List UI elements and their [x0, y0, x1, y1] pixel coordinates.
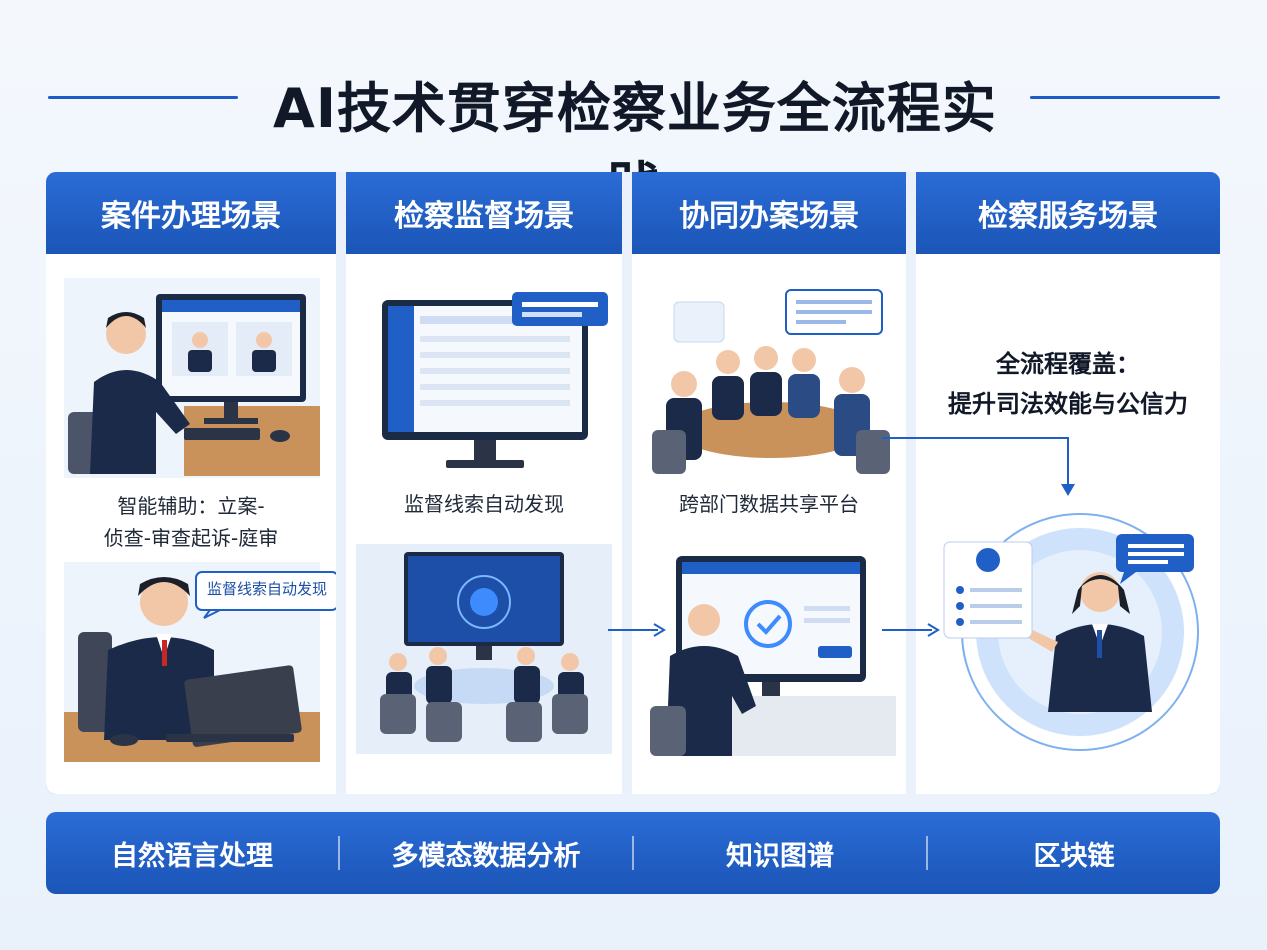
- command-center-illustration: [356, 544, 612, 754]
- tech-blockchain: 区块链: [1033, 840, 1115, 872]
- desktop-video-meeting-illustration: [64, 278, 320, 478]
- tech-multimodal-analysis: 多模态数据分析: [391, 840, 581, 872]
- scenario-collaboration: 协同办案场景 跨部门数据共享平台: [632, 172, 906, 794]
- column-gap: [336, 172, 346, 794]
- column-gap: [906, 172, 916, 794]
- service-officer-illustration: [943, 513, 1199, 751]
- scenario-heading: 案件办理场景: [46, 172, 336, 254]
- scenario-heading: 检察服务场景: [916, 172, 1220, 254]
- scenario-case-handling: 案件办理场景 智能辅助：立案- 侦查-审查起诉-庭审: [46, 172, 336, 794]
- tech-divider: [926, 836, 928, 870]
- speech-bubble-text: 监督线索自动发现: [206, 580, 327, 598]
- tech-knowledge-graph: 知识图谱: [726, 840, 834, 872]
- title-divider-right: [1030, 96, 1220, 99]
- slogan-line2: 提升司法效能与公信力: [948, 390, 1188, 418]
- scenario-heading: 协同办案场景: [632, 172, 906, 254]
- tech-divider: [338, 836, 340, 870]
- data-platform-workstation-illustration: [650, 556, 896, 756]
- title-divider-left: [48, 96, 238, 99]
- scenario-caption: 监督线索自动发现: [404, 492, 564, 516]
- speech-bubble: [195, 571, 336, 619]
- flow-arrow-icon: [608, 623, 666, 637]
- flow-arrow-icon: [882, 437, 1075, 496]
- scenario-heading: 检察监督场景: [346, 172, 622, 254]
- scenario-caption-line1: 智能辅助：立案-: [117, 494, 265, 518]
- tech-divider: [632, 836, 634, 870]
- scenario-caption-line2: 侦查-审查起诉-庭审: [103, 526, 279, 550]
- tech-nlp: 自然语言处理: [111, 840, 273, 872]
- scenario-supervision: 检察监督场景 监督线索自动发现: [346, 172, 622, 794]
- flow-arrow-icon: [882, 623, 940, 637]
- scenario-caption: 跨部门数据共享平台: [679, 492, 859, 516]
- column-gap: [622, 172, 632, 794]
- technology-bar: 自然语言处理 多模态数据分析 知识图谱 区块链: [46, 812, 1220, 894]
- supervision-dashboard-monitor-illustration: [382, 292, 608, 468]
- slogan-line1: 全流程覆盖：: [996, 350, 1140, 378]
- title-row: AI技术贯穿检察业务全流程实践: [0, 60, 1267, 219]
- meeting-table-illustration: [652, 289, 890, 474]
